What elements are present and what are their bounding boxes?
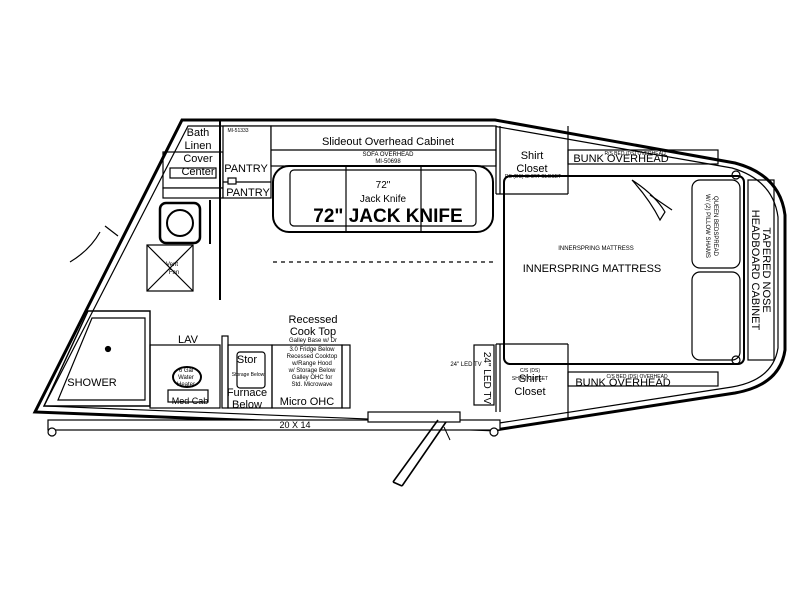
shirt-closet-bottom-small-2: SHIRT CLOSET: [512, 376, 548, 382]
awning-size-label: 20 X 14: [279, 420, 310, 430]
shirt-closet-top-small: RS (DS) SHIRT CLOSET: [505, 174, 561, 180]
bunk-bottom-label: BUNK OVERHEAD: [575, 377, 670, 389]
model-code-small: MI-51333: [227, 128, 248, 134]
headboard-cabinet-label: HEADBOARD CABINET: [749, 210, 761, 331]
bunk-top-small: R/S BED (DS) OVERHEAD: [604, 151, 666, 157]
sofa-overhead-label: SOFA OVERHEAD: [362, 152, 414, 158]
micro-ohc-label: Micro OHC: [280, 396, 334, 408]
shirt-closet-bottom-small: C/S (DS): [520, 368, 540, 374]
pantry-top-label: PANTRY: [224, 163, 268, 175]
bunk-top-label: BUNK OVERHEAD: [573, 153, 668, 165]
hitch-line: [69, 225, 119, 263]
storage-below-small: Storage Below: [232, 372, 265, 378]
lav-label: LAV: [178, 334, 199, 346]
tapered-nose-label: TAPERED NOSE: [760, 227, 772, 312]
sofa-overhead-code: MI-50698: [375, 159, 401, 165]
pantry-bottom-label: PANTRY: [226, 187, 270, 199]
mattress-small-label: INNERSPRING MATTRESS: [558, 246, 634, 252]
galley-note-6: Std. Microwave: [291, 382, 333, 388]
galley-note-3: w/Range Hood: [291, 361, 332, 367]
vent-fan-label: Vent: [166, 262, 178, 268]
shirt-closet-bottom-label-2: Closet: [514, 386, 545, 398]
galley-note-2: Recessed Cooktop: [287, 354, 338, 360]
cooktop-label: Recessed: [289, 314, 338, 326]
jack-knife-big-label: 72" JACK KNIFE: [313, 206, 462, 227]
shirt-closet-top-label: Shirt: [521, 150, 544, 162]
shower: [42, 310, 151, 407]
bed: [503, 170, 745, 365]
bunk-bottom-small: C/S BED (DS) OVERHEAD: [606, 374, 668, 380]
stor-label: Stor: [237, 354, 258, 366]
jack-knife-small-label-2: Jack Knife: [360, 194, 407, 205]
pantry-cabinets: [222, 125, 272, 199]
bedroom-partitions: [495, 126, 719, 420]
led-tv-vertical-label: 24" LED TV: [481, 352, 492, 405]
galley-note-1: 3.0 Fridge Below: [289, 347, 335, 353]
galley-note-4: w/ Storage Below: [288, 368, 336, 374]
cooktop-label-2: Cook Top: [290, 326, 336, 338]
slideout: [270, 125, 497, 263]
rear-bar: [47, 419, 501, 437]
galley-base-label: Galley Base w/ Dr: [289, 338, 337, 344]
water-heater-label-2: Water: [178, 375, 194, 381]
tv-cabinet: [473, 344, 495, 406]
exterior-walls: [32, 118, 787, 432]
labels: Bath Linen Cover Center MI-51333 PANTRY …: [67, 127, 772, 430]
cover-center-label-2: Center: [181, 166, 214, 178]
led-tv-label: 24" LED TV: [450, 362, 481, 368]
below-label: Below: [232, 399, 262, 411]
med-cab-label: Med Cab: [172, 396, 209, 406]
shirt-closet-bottom-label: Shirt: [519, 373, 542, 385]
headboard-cabinet: [747, 179, 775, 361]
jack-knife-small-label: 72": [376, 180, 391, 191]
mattress-label: INNERSPRING MATTRESS: [523, 263, 662, 275]
shower-label: SHOWER: [67, 377, 117, 389]
galley-area: [149, 335, 351, 409]
bath-linen-label-2: Linen: [185, 140, 212, 152]
shirt-closet-top-label-2: Closet: [516, 163, 547, 175]
water-heater-label: 6 Gal: [179, 368, 193, 374]
water-heater-label-3: Heater: [177, 382, 195, 388]
galley-note-5: Galley OHC for: [292, 375, 333, 381]
queen-bed-label-2: W/ (2) PILLOW SHAMS: [704, 194, 710, 258]
bath-linen-label: Bath: [187, 127, 210, 139]
queen-bed-label: QUEEN BEDSPREAD: [712, 196, 718, 257]
vent-fan-label-2: Fan: [169, 270, 179, 276]
entry-door: [367, 411, 461, 487]
furnace-label: Furnace: [227, 387, 267, 399]
slideout-cabinet-label: Slideout Overhead Cabinet: [322, 136, 454, 148]
cover-center-label: Cover: [183, 153, 213, 165]
bath-area: [146, 120, 224, 300]
